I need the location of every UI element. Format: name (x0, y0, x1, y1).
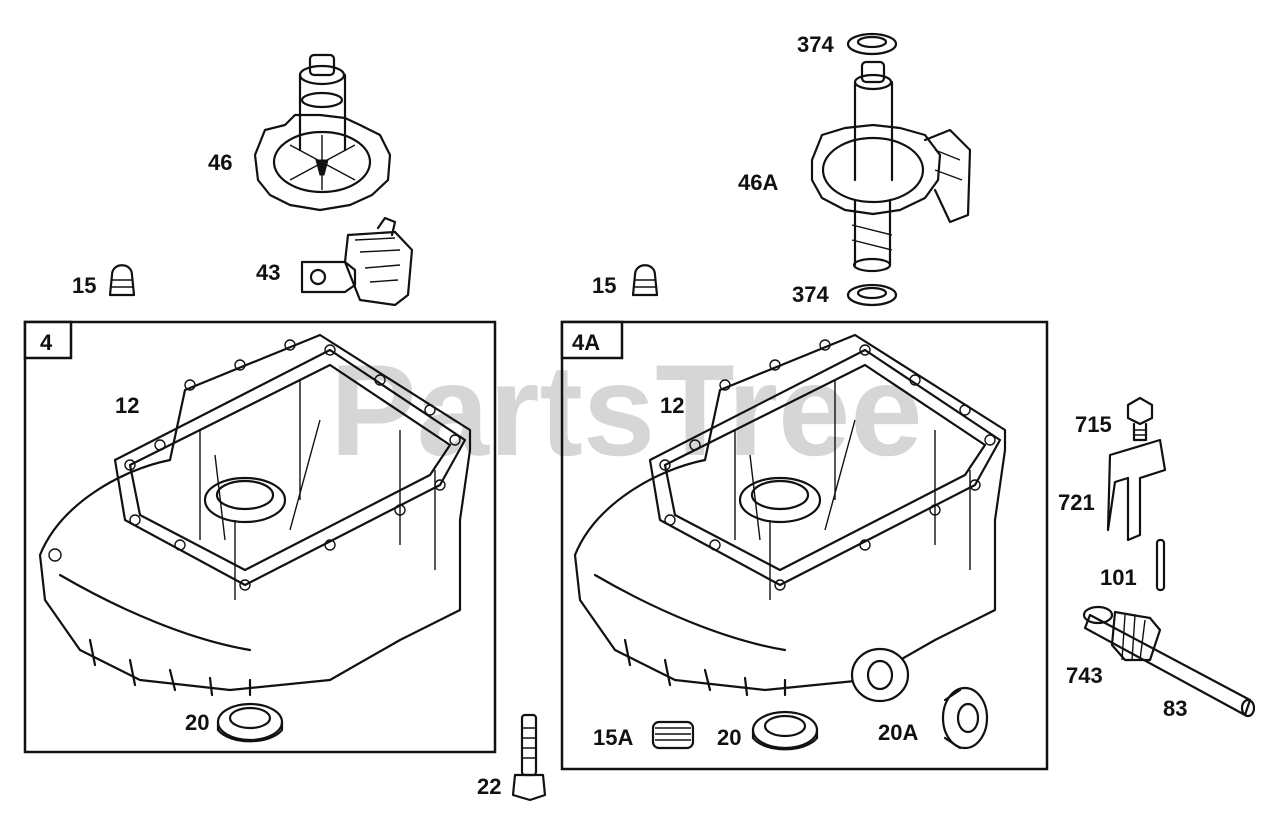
callout-15-left: 15 (72, 273, 96, 298)
callout-743: 743 (1066, 663, 1103, 688)
gear-743 (1082, 605, 1162, 662)
callout-46: 46 (208, 150, 232, 175)
bolt-22 (511, 713, 547, 802)
crankcase-sump-left (38, 333, 472, 697)
watermark: PartsTree (330, 337, 923, 483)
callout-46A: 46A (738, 170, 778, 195)
callout-12-right: 12 (660, 393, 684, 418)
plug-15A (651, 720, 695, 750)
oil-seal-20-right (751, 710, 819, 751)
washer-374-top (846, 32, 898, 56)
callout-721: 721 (1058, 490, 1095, 515)
bolt-715 (1126, 396, 1154, 442)
shaft-83 (1083, 613, 1256, 718)
governor-gear-46A (810, 60, 972, 273)
plug-15-mid (631, 264, 659, 297)
assembly-box-4A: 4A (560, 320, 1049, 771)
callout-715: 715 (1075, 412, 1112, 437)
lever-721 (1106, 438, 1167, 542)
assembly-box-4: 4 12 20 (23, 320, 497, 754)
callout-374-bottom: 374 (792, 282, 829, 307)
callout-374-top: 374 (797, 32, 834, 57)
washer-374-bottom (846, 283, 898, 307)
callout-101: 101 (1100, 565, 1137, 590)
callout-22: 22 (477, 774, 501, 799)
bearing-20A (941, 686, 989, 750)
callout-20A: 20A (878, 720, 918, 745)
callout-15A: 15A (593, 725, 633, 750)
box-label-4: 4 (40, 330, 53, 355)
callout-20-right: 20 (717, 725, 741, 750)
box-label-4A: 4A (572, 330, 600, 355)
callout-43: 43 (256, 260, 280, 285)
plug-15-left (108, 264, 136, 297)
pin-101 (1155, 538, 1166, 592)
callout-15-mid: 15 (592, 273, 616, 298)
callout-83: 83 (1163, 696, 1187, 721)
governor-crank-43 (300, 216, 414, 307)
callout-20-left: 20 (185, 710, 209, 735)
callout-12-left: 12 (115, 393, 139, 418)
governor-gear-46 (253, 53, 392, 212)
crankcase-sump-right (573, 333, 1007, 703)
oil-seal-20-left (216, 702, 284, 743)
